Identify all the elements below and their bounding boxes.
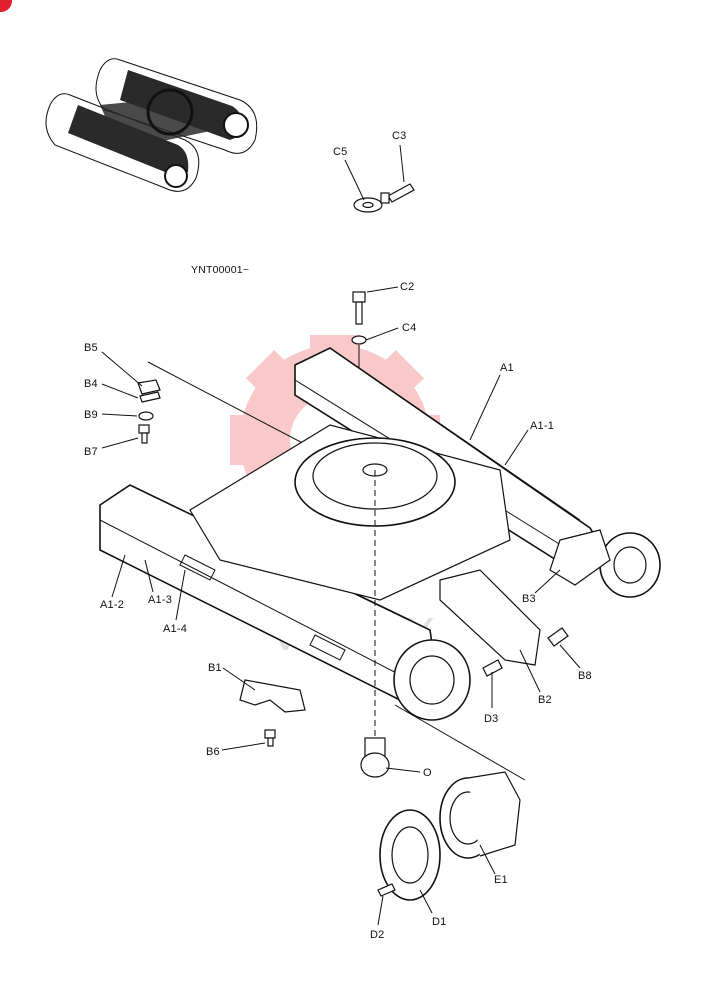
sprocket-d1 — [379, 809, 441, 901]
callout-b8: B8 — [578, 670, 592, 682]
callout-b1: B1 — [208, 662, 222, 674]
plate-b4 — [139, 391, 161, 403]
bolt-b7 — [138, 424, 150, 444]
callout-c2: C2 — [400, 281, 414, 293]
callout-a1-1: A1-1 — [530, 420, 554, 432]
callout-b4: B4 — [84, 378, 98, 390]
callout-b6: B6 — [206, 746, 220, 758]
undercarriage-thumbnail — [45, 58, 258, 192]
callout-a1-4: A1-4 — [163, 623, 187, 635]
callout-b3: B3 — [522, 593, 536, 605]
callout-d2: D2 — [370, 929, 384, 941]
bolt-b6 — [264, 729, 276, 747]
serial-number-label: YNT00001~ — [191, 264, 249, 276]
washer-c5 — [353, 197, 383, 213]
callout-b7: B7 — [84, 446, 98, 458]
bolt-c3 — [380, 183, 415, 204]
callout-d1: D1 — [432, 916, 446, 928]
callout-c3: C3 — [392, 130, 406, 142]
plate-b5 — [137, 379, 161, 395]
bracket-b1 — [239, 679, 306, 713]
bolt-d2 — [377, 883, 396, 897]
washer-b9 — [138, 411, 154, 421]
callout-c4: C4 — [402, 322, 416, 334]
bolt-b8 — [547, 627, 569, 647]
track-frame-a1 — [99, 347, 661, 721]
callout-a1: A1 — [500, 362, 514, 374]
callout-o: O — [423, 767, 432, 779]
callout-d3: D3 — [484, 713, 498, 725]
callout-b2: B2 — [538, 694, 552, 706]
callout-b9: B9 — [84, 409, 98, 421]
callout-c5: C5 — [333, 146, 347, 158]
callout-a1-3: A1-3 — [148, 594, 172, 606]
callout-a1-2: A1-2 — [100, 599, 124, 611]
washer-c4 — [351, 335, 367, 345]
callout-e1: E1 — [494, 874, 508, 886]
bolt-c2 — [352, 291, 366, 325]
swivel-joint-o — [360, 737, 390, 778]
cover-b3 — [549, 529, 611, 586]
bolt-d3 — [482, 659, 503, 677]
cover-b2 — [439, 569, 541, 666]
callout-b5: B5 — [84, 342, 98, 354]
travel-motor-e1 — [439, 771, 521, 859]
